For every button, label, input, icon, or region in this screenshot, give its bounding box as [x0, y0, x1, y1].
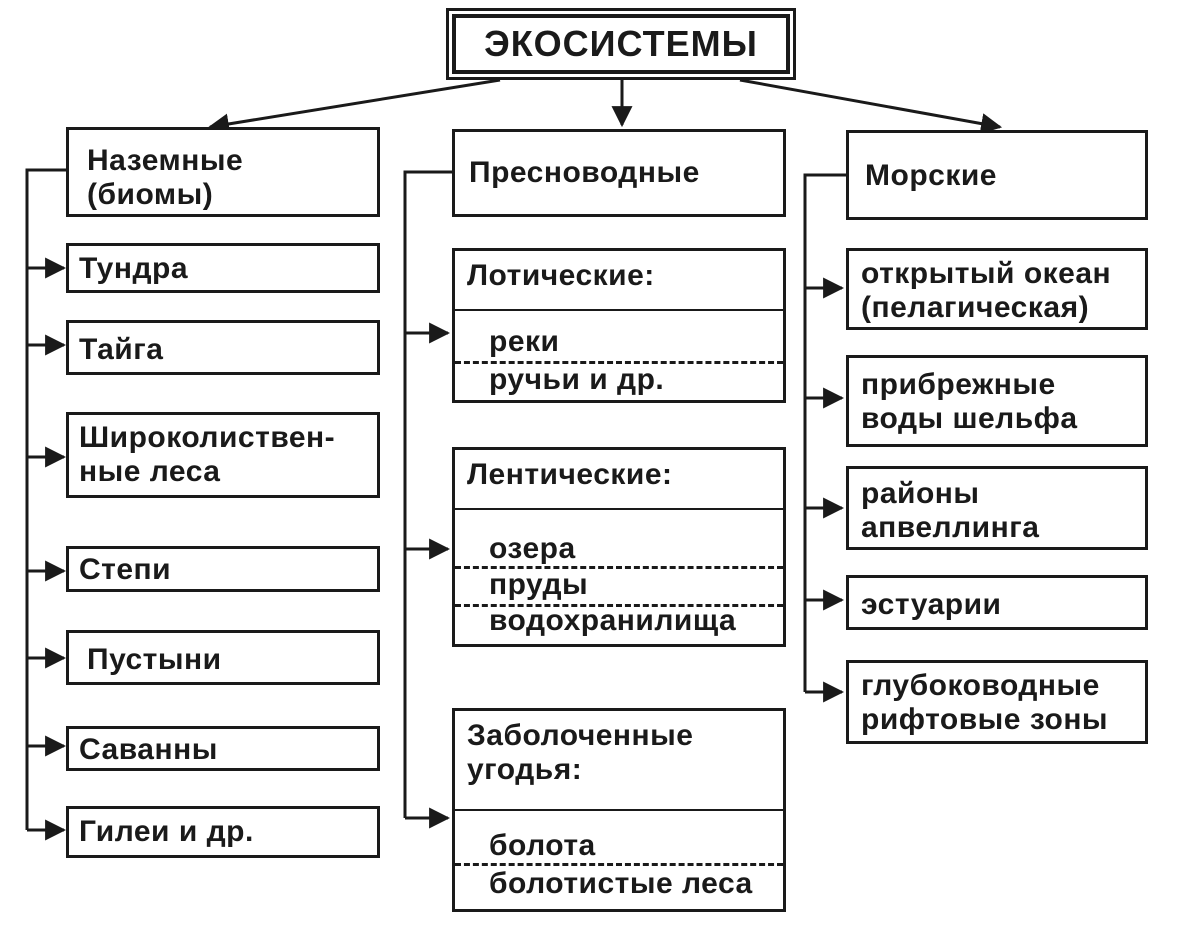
biome-label-line2: ные леса: [79, 455, 221, 488]
dashed-separator: [455, 566, 783, 569]
biome-desert: Пустыни: [66, 630, 380, 685]
wetlands-title-line2: угодья:: [467, 753, 583, 786]
freshwater-header: Пресноводные: [452, 129, 786, 217]
biome-tundra: Тундра: [66, 243, 380, 293]
marine-deep-rift-zones: глубоководные рифтовые зоны: [846, 660, 1148, 744]
lentic-item-lakes: озера: [489, 532, 576, 565]
lentic-item-ponds: пруды: [489, 568, 589, 601]
group-divider: [455, 809, 783, 811]
biome-label: Гилеи и др.: [79, 815, 254, 848]
biome-label: Тайга: [79, 333, 164, 366]
biome-steppe: Степи: [66, 546, 380, 592]
wetlands-item-swamp-forests: болотистые леса: [489, 867, 753, 900]
biome-taiga: Тайга: [66, 320, 380, 375]
lentic-title: Лентические:: [467, 458, 673, 491]
marine-upwelling: районы апвеллинга: [846, 466, 1148, 550]
lotic-item-streams: ручьи и др.: [489, 363, 665, 396]
marine-label-line2: рифтовые зоны: [861, 703, 1109, 736]
wetlands-title-line1: Заболоченные: [467, 719, 694, 752]
wetlands-item-swamps: болота: [489, 829, 596, 862]
lentic-item-reservoirs: водохранилища: [489, 604, 737, 637]
marine-title: Морские: [865, 159, 997, 192]
terrestrial-header: Наземные (биомы): [66, 127, 380, 217]
dashed-separator: [455, 361, 783, 364]
marine-estuaries: эстуарии: [846, 575, 1148, 630]
biome-rainforest: Гилеи и др.: [66, 806, 380, 858]
biome-broadleaf-forest: Широколиствен- ные леса: [66, 412, 380, 498]
marine-label-line1: эстуарии: [861, 588, 1002, 621]
marine-label-line2: апвеллинга: [861, 511, 1040, 544]
dashed-separator: [455, 863, 783, 866]
freshwater-title: Пресноводные: [469, 156, 700, 189]
group-divider: [455, 309, 783, 311]
group-divider: [455, 508, 783, 510]
marine-label-line1: районы: [861, 477, 980, 510]
lotic-item-rivers: реки: [489, 325, 560, 358]
terrestrial-title-line1: Наземные: [87, 144, 244, 177]
root-title-box: ЭКОСИСТЕМЫ: [446, 8, 796, 80]
lotic-title: Лотические:: [467, 259, 655, 292]
biome-savanna: Саванны: [66, 726, 380, 771]
biome-label: Саванны: [79, 733, 218, 766]
marine-label-line2: (пелагическая): [861, 291, 1090, 324]
marine-label-line1: открытый океан: [861, 257, 1112, 290]
marine-label-line1: глубоководные: [861, 669, 1100, 702]
marine-header: Морские: [846, 130, 1148, 220]
marine-open-ocean: открытый океан (пелагическая): [846, 248, 1148, 330]
biome-label-line1: Широколиствен-: [79, 421, 336, 454]
root-title: ЭКОСИСТЕМЫ: [484, 23, 758, 64]
terrestrial-title-line2: (биомы): [87, 178, 214, 211]
biome-label: Степи: [79, 553, 172, 586]
wetlands-group: Заболоченные угодья: болота болотистые л…: [452, 708, 786, 912]
biome-label: Тундра: [79, 252, 189, 285]
dashed-separator: [455, 604, 783, 607]
marine-label-line1: прибрежные: [861, 368, 1056, 401]
marine-label-line2: воды шельфа: [861, 402, 1078, 435]
lotic-group: Лотические: реки ручьи и др.: [452, 248, 786, 403]
biome-label: Пустыни: [87, 643, 222, 676]
marine-shelf-waters: прибрежные воды шельфа: [846, 355, 1148, 447]
lentic-group: Лентические: озера пруды водохранилища: [452, 447, 786, 647]
